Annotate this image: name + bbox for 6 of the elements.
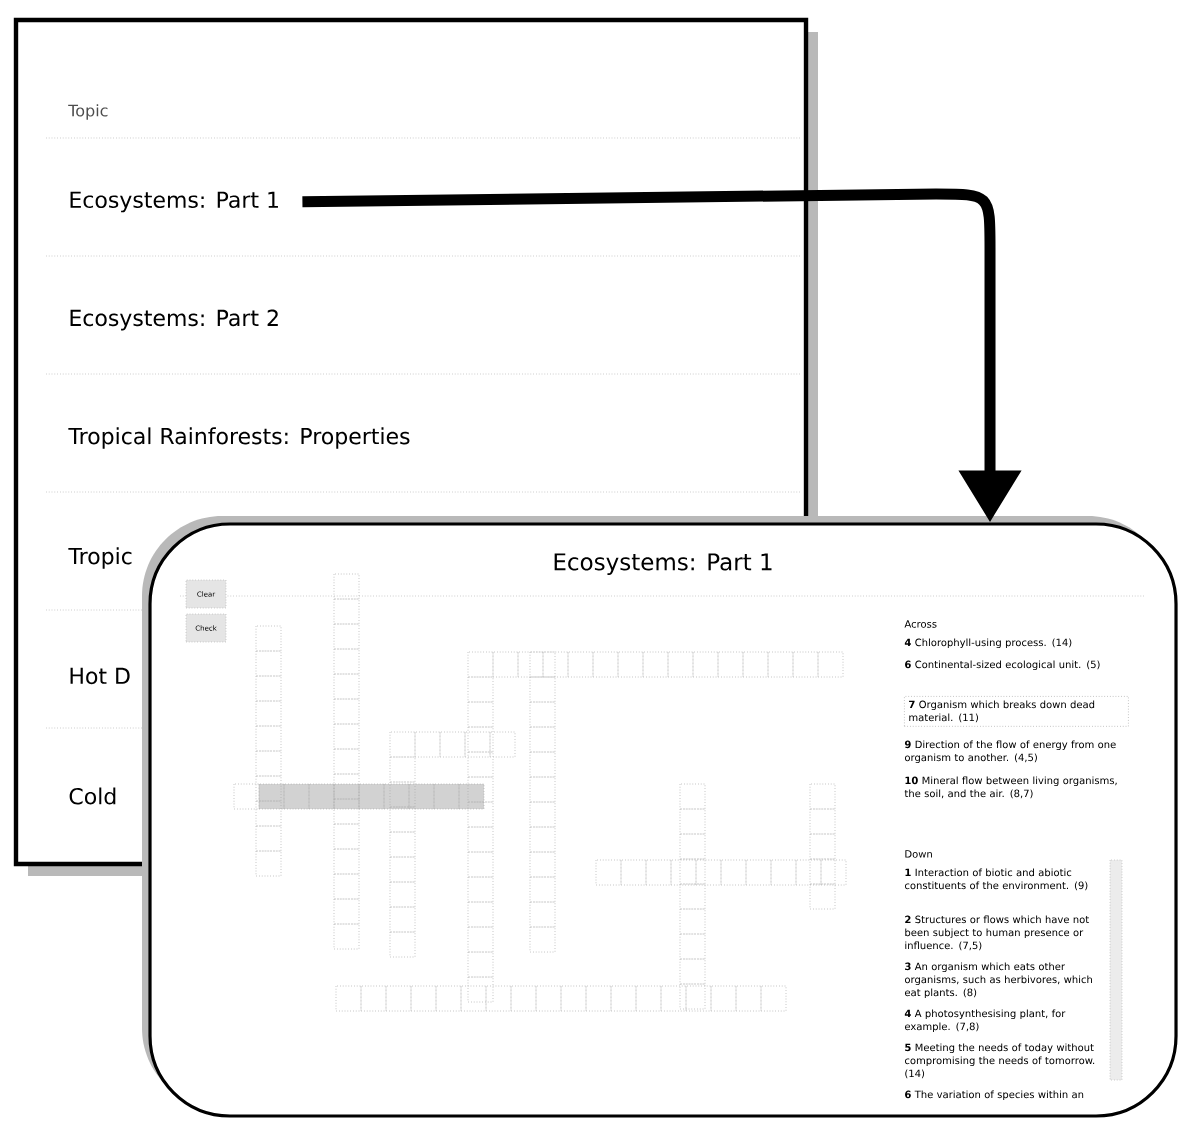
topic-row: Hot D	[70, 667, 130, 685]
topic-row: Cold	[69, 787, 116, 805]
topic-row: Ecosystems: Part 1	[70, 191, 278, 213]
topic-row: Tropical Rainforests: Properties	[68, 427, 410, 449]
topic-row: Tropic	[68, 547, 132, 569]
topic-row: Ecosystems: Part 2	[70, 309, 278, 331]
